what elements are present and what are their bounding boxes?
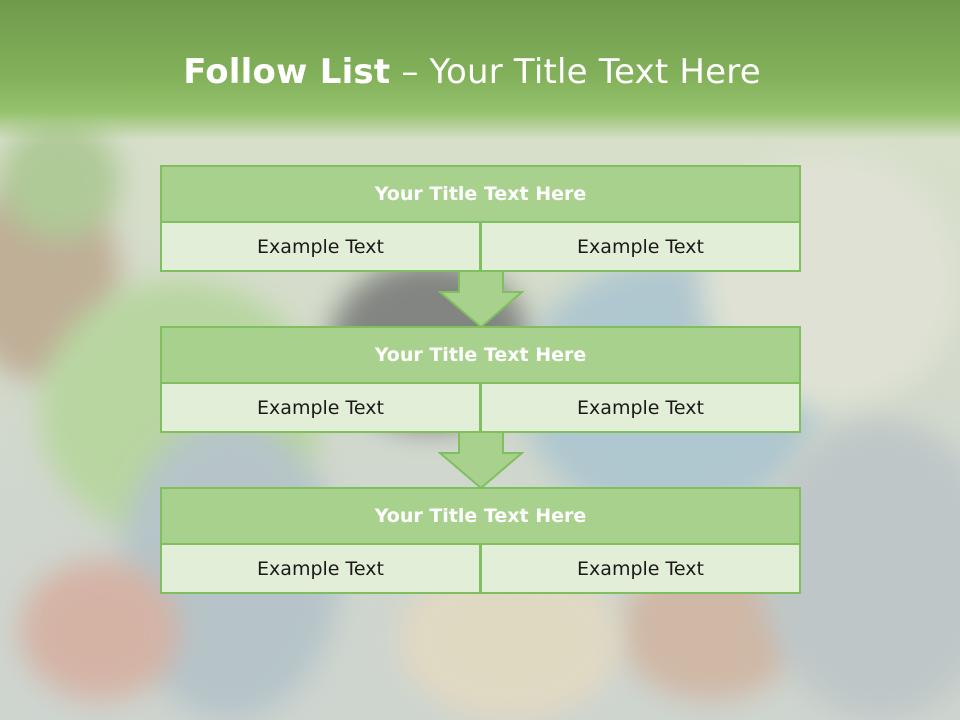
step-cell-right: Example Text	[480, 382, 801, 433]
step-cell-left: Example Text	[160, 221, 481, 272]
header-band	[0, 0, 960, 140]
step-cell-left: Example Text	[160, 382, 481, 433]
step-block-1: Your Title Text Here Example Text Exampl…	[160, 165, 801, 272]
title-bold: Follow List	[183, 52, 391, 92]
step-block-3: Your Title Text Here Example Text Exampl…	[160, 487, 801, 594]
down-arrow-icon	[438, 431, 524, 489]
down-arrow-icon	[438, 270, 524, 328]
step-cell-left: Example Text	[160, 543, 481, 594]
step-cell-right: Example Text	[480, 543, 801, 594]
title-rest: – Your Title Text Here	[390, 52, 761, 92]
slide-title: Follow List – Your Title Text Here	[0, 52, 944, 92]
step-title: Your Title Text Here	[160, 326, 801, 384]
step-title: Your Title Text Here	[160, 165, 801, 223]
step-block-2: Your Title Text Here Example Text Exampl…	[160, 326, 801, 433]
step-cell-right: Example Text	[480, 221, 801, 272]
step-title: Your Title Text Here	[160, 487, 801, 545]
